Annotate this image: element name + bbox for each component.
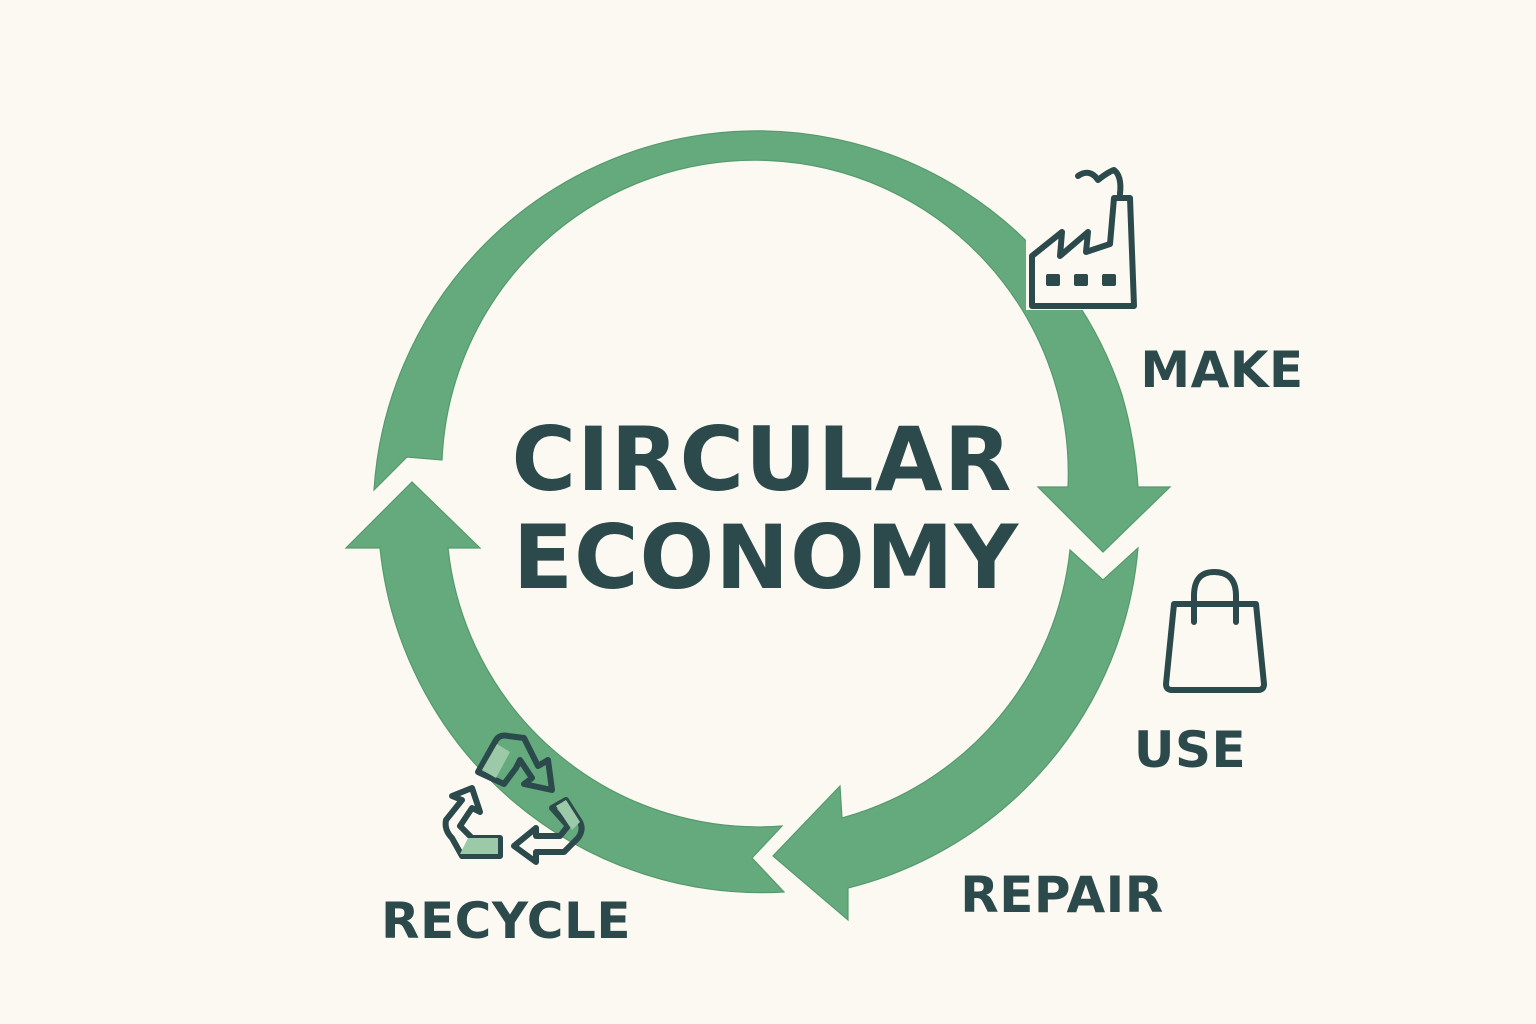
title-line-2: ECONOMY — [513, 506, 1020, 609]
factory-icon — [1026, 167, 1138, 310]
stage-label-use: USE — [1134, 721, 1246, 779]
arrow-segment-top — [373, 130, 1172, 553]
title-line-1: CIRCULAR — [511, 408, 1012, 511]
stage-label-make: MAKE — [1140, 341, 1303, 399]
stage-label-recycle: RECYCLE — [381, 892, 631, 950]
stage-label-repair: REPAIR — [960, 866, 1164, 924]
shopping-bag-icon — [1163, 569, 1267, 693]
arrow-segment-right — [772, 546, 1139, 922]
recycle-icon — [442, 732, 585, 865]
